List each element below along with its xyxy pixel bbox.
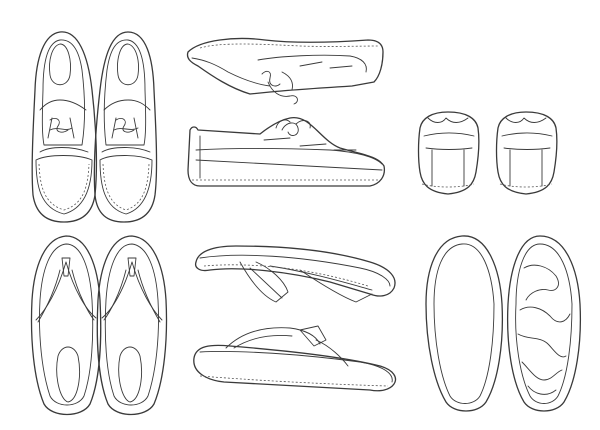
flip-flop-sole-left xyxy=(425,235,503,412)
boat-shoe-back-left xyxy=(417,111,480,195)
flip-flop-top-left xyxy=(30,235,102,416)
flip-flop-sole-right xyxy=(507,235,581,412)
boat-shoe-side-lower xyxy=(187,117,386,187)
flip-flop-side-lower xyxy=(193,325,397,392)
flip-flop-side-upper xyxy=(194,245,396,303)
flip-flop-top-right xyxy=(96,235,168,416)
boat-shoe-back-right xyxy=(495,111,558,195)
boat-shoe-top-left xyxy=(31,31,98,223)
boat-shoe-side-upper xyxy=(186,37,384,105)
boat-shoe-top-right xyxy=(93,31,158,223)
